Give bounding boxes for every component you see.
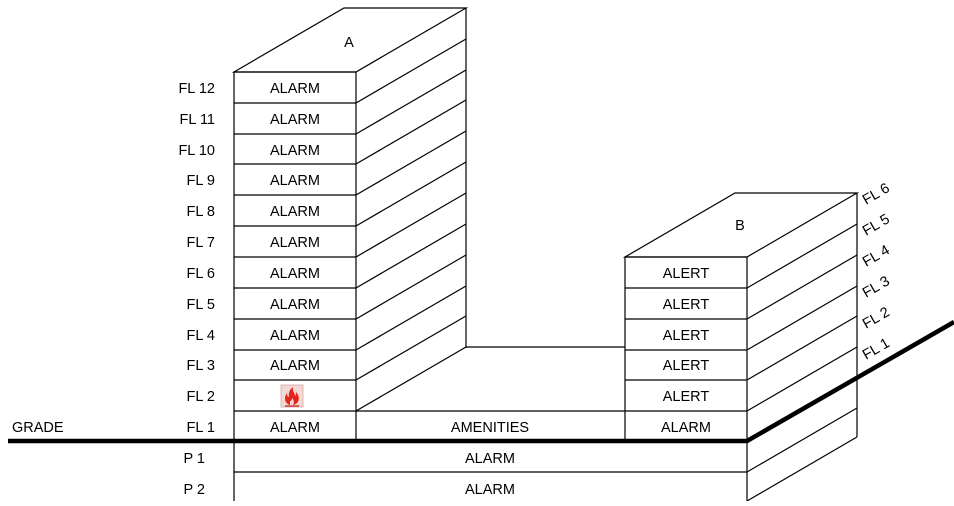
floor-status-cell[interactable]: ALARM bbox=[270, 358, 320, 374]
floor-status-cell[interactable]: ALARM bbox=[270, 266, 320, 282]
tower-b-floor-label: FL 4 bbox=[860, 242, 893, 270]
tower-b-side-floor-lines bbox=[746, 223, 858, 412]
floor-status-cell[interactable]: ALARM bbox=[270, 143, 320, 159]
floor-status-cell[interactable]: ALARM bbox=[270, 328, 320, 344]
grade-label: GRADE bbox=[12, 420, 64, 436]
tower-a-floor-label: FL 12 bbox=[178, 81, 215, 97]
tower-a-floor-labels: FL 12 FL 11 FL 10 FL 9 FL 8 FL 7 FL 6 FL… bbox=[178, 81, 215, 498]
floor-status-cell[interactable]: ALERT bbox=[663, 328, 710, 344]
floor-status-cell[interactable]: ALERT bbox=[663, 266, 710, 282]
tower-b-floor-dividers bbox=[625, 287, 747, 412]
tower-a-floor-label: FL 4 bbox=[187, 328, 215, 344]
floor-status-cell[interactable]: ALARM bbox=[270, 81, 320, 97]
tower-b-floor-label: FL 5 bbox=[860, 211, 893, 239]
parking-side-lines bbox=[746, 407, 858, 502]
tower-a-floor-label: FL 1 bbox=[187, 420, 215, 436]
tower-b-name: B bbox=[735, 218, 745, 234]
parking-level-label: P 1 bbox=[183, 451, 205, 467]
tower-a-floor-label: FL 7 bbox=[187, 235, 215, 251]
tower-a-floor-label: FL 9 bbox=[187, 173, 215, 189]
tower-b-status-cells: ALERT ALERT ALERT ALERT ALERT ALARM bbox=[661, 266, 711, 436]
floor-status-cell[interactable]: ALARM bbox=[270, 235, 320, 251]
parking-level-label: P 2 bbox=[183, 482, 205, 498]
tower-a-status-cells: ALARM ALARM ALARM ALARM ALARM ALARM ALAR… bbox=[270, 81, 320, 436]
tower-a-floor-dividers bbox=[234, 102, 356, 412]
parking-status-cell[interactable]: ALARM bbox=[465, 451, 515, 467]
tower-a-floor-label: FL 3 bbox=[187, 358, 215, 374]
tower-b-floor-label: FL 2 bbox=[860, 304, 893, 332]
tower-b-floor-labels: FL 6 FL 5 FL 4 FL 3 FL 2 FL 1 bbox=[860, 180, 893, 363]
floor-status-cell[interactable]: ALERT bbox=[663, 389, 710, 405]
tower-a-floor-label: FL 2 bbox=[187, 389, 215, 405]
floor-status-cell[interactable]: ALARM bbox=[270, 297, 320, 313]
tower-b-floor-label: FL 3 bbox=[860, 273, 893, 301]
floor-status-cell[interactable]: ALARM bbox=[270, 112, 320, 128]
floor-status-cell[interactable]: ALARM bbox=[270, 204, 320, 220]
tower-a-name: A bbox=[344, 35, 354, 51]
floor-status-cell[interactable]: ALARM bbox=[270, 420, 320, 436]
tower-b-floor-label: FL 6 bbox=[860, 180, 893, 208]
floor-status-cell[interactable]: ALERT bbox=[663, 358, 710, 374]
floor-status-cell[interactable]: ALARM bbox=[270, 173, 320, 189]
parking-status-cell[interactable]: ALARM bbox=[465, 482, 515, 498]
tower-a-floor-label: FL 6 bbox=[187, 266, 215, 282]
tower-a-floor-label: FL 10 bbox=[178, 143, 215, 159]
tower-a-floor-label: FL 11 bbox=[180, 112, 215, 128]
tower-a-floor-label: FL 8 bbox=[187, 204, 215, 220]
floor-status-cell[interactable]: ALERT bbox=[663, 297, 710, 313]
grade-line bbox=[8, 320, 954, 444]
tower-a-side-floor-lines bbox=[355, 38, 467, 412]
tower-a-floor-label: FL 5 bbox=[187, 297, 215, 313]
amenities-label: AMENITIES bbox=[451, 420, 529, 436]
floor-status-cell[interactable]: ALARM bbox=[661, 420, 711, 436]
fire-icon[interactable] bbox=[280, 384, 304, 408]
